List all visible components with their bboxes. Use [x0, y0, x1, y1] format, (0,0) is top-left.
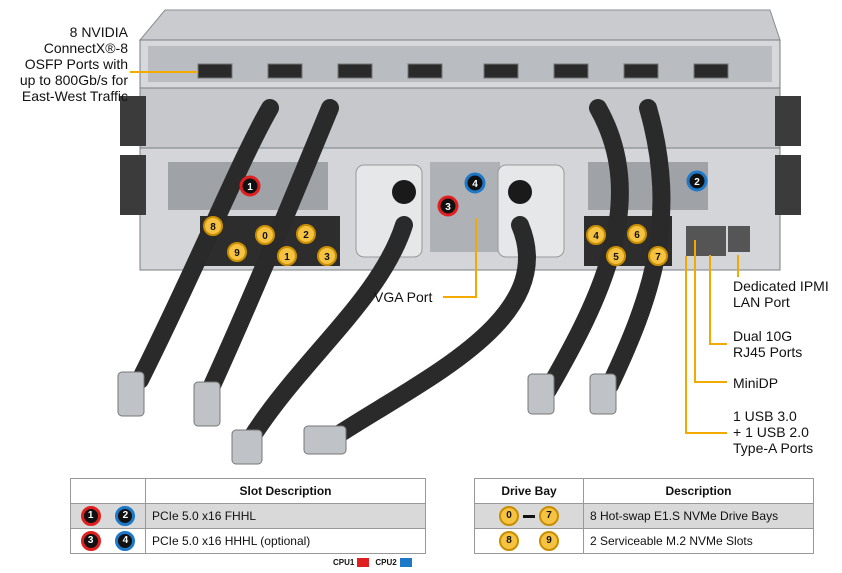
- osfp-callout: 8 NVIDIA ConnectX®-8 OSFP Ports with up …: [20, 24, 128, 104]
- cpu2-swatch: [399, 558, 412, 568]
- badge-bay1: 1: [284, 252, 290, 263]
- osfp-leader-line: [130, 71, 198, 73]
- rj45-line-1: Dual 10G: [733, 328, 793, 344]
- badge-gold: 7: [539, 506, 559, 526]
- table-row: 3 4 PCIe 5.0 x16 HHHL (optional): [70, 528, 426, 554]
- usb-callout: 1 USB 3.0 + 1 USB 2.0 Type-A Ports: [733, 408, 813, 456]
- osfp-line-2: ConnectX®-8: [43, 40, 128, 56]
- usb-line-1: 1 USB 3.0: [733, 408, 797, 424]
- vga-callout: VGA Port: [374, 289, 433, 305]
- usb-leader-v: [685, 256, 687, 434]
- badge-bay2: 2: [303, 230, 309, 241]
- slot-table-blank-header: [70, 478, 146, 504]
- drive-bay-header: Drive Bay: [474, 478, 584, 504]
- osfp-line-5: East-West Traffic: [21, 88, 128, 104]
- minidp-leader-v: [694, 240, 696, 383]
- server-rear-view: 1 2 3 4 8 9 0 1 2 3 4 5 6 7: [117, 9, 801, 465]
- cpu1-label: CPU1: [333, 558, 355, 567]
- slot-table: Slot Description 1 2 PCIe 5.0 x16 FHHL 3…: [70, 478, 426, 554]
- badge-bay5: 5: [613, 252, 619, 263]
- usb-line-2: + 1 USB 2.0: [733, 424, 809, 440]
- vga-leader-h: [443, 296, 477, 298]
- vga-leader-v: [475, 218, 477, 298]
- badge-bay3: 3: [324, 252, 330, 263]
- drive-desc-header: Description: [583, 478, 814, 504]
- rj45-leader-h: [709, 343, 727, 345]
- badge-red: 3: [80, 531, 101, 551]
- rj45-leader-v: [709, 255, 711, 345]
- badge-m2-8: 8: [210, 222, 216, 233]
- osfp-line-1: 8 NVIDIA: [69, 24, 128, 40]
- drive-description: 2 Serviceable M.2 NVMe Slots: [583, 528, 814, 554]
- badge-gold: 0: [499, 506, 519, 526]
- badge-slot3: 3: [445, 202, 451, 213]
- ipmi-callout: Dedicated IPMI LAN Port: [733, 278, 829, 310]
- badge-bay0: 0: [262, 231, 268, 242]
- rj45-callout: Dual 10G RJ45 Ports: [733, 328, 802, 360]
- badge-slot1: 1: [247, 182, 253, 193]
- badge-gold: 8: [499, 531, 519, 551]
- rj45-line-2: RJ45 Ports: [733, 344, 803, 360]
- ipmi-line-1: Dedicated IPMI: [733, 278, 829, 294]
- cpu2-label: CPU2: [375, 558, 397, 567]
- badge-bay4: 4: [593, 231, 599, 242]
- osfp-line-3: OSFP Ports with: [24, 56, 128, 72]
- drive-description: 8 Hot-swap E1.S NVMe Drive Bays: [583, 503, 814, 529]
- osfp-line-4: up to 800Gb/s for: [19, 72, 128, 88]
- usb-leader-h: [685, 432, 727, 434]
- slot-description: PCIe 5.0 x16 HHHL (optional): [145, 528, 426, 554]
- badge-bay6: 6: [634, 230, 640, 241]
- badge-gold: 9: [539, 531, 559, 551]
- cpu-legend: CPU1 CPU2: [333, 558, 418, 568]
- badge-blue: 4: [115, 531, 136, 551]
- cpu1-swatch: [357, 558, 370, 568]
- slot-table-header: Slot Description: [145, 478, 426, 504]
- minidp-callout: MiniDP: [733, 375, 779, 391]
- badge-red: 1: [80, 506, 101, 526]
- ipmi-line-2: LAN Port: [733, 294, 790, 310]
- badge-slot2: 2: [694, 177, 700, 188]
- ipmi-leader: [737, 255, 739, 277]
- slot-description: PCIe 5.0 x16 FHHL: [145, 503, 426, 529]
- range-dash: [523, 514, 535, 518]
- badge-slot4: 4: [472, 179, 478, 190]
- badge-bay7: 7: [655, 252, 661, 263]
- badge-blue: 2: [115, 506, 136, 526]
- usb-line-3: Type-A Ports: [733, 440, 814, 456]
- badge-m2-9: 9: [234, 248, 240, 259]
- table-row: 1 2 PCIe 5.0 x16 FHHL: [70, 503, 426, 529]
- minidp-leader-h: [694, 381, 727, 383]
